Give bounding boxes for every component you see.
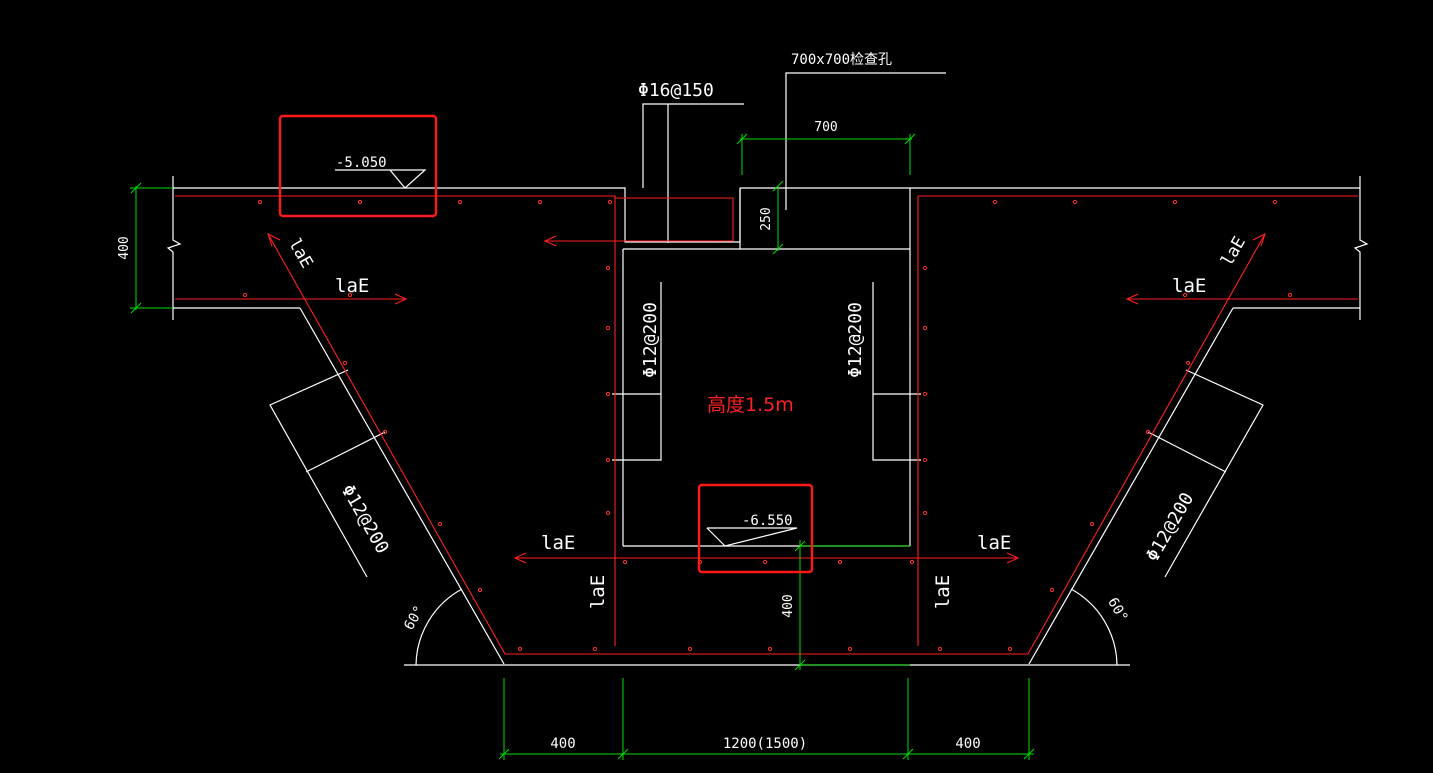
leader-hole xyxy=(785,72,946,210)
rebar-slope-left xyxy=(267,233,1266,655)
elevation-top-label: -5.050 xyxy=(336,155,387,171)
angle-arc-right xyxy=(1070,588,1118,666)
elevation-bottom-label: -6.550 xyxy=(742,513,793,529)
dim-bottom-mid: 1200(1500) xyxy=(723,736,807,752)
lae-slope-right: laE xyxy=(1217,233,1250,270)
break-right xyxy=(1353,176,1369,320)
break-left xyxy=(166,176,182,320)
lae-wall-left: laE xyxy=(587,575,609,609)
dim-bottom-left: 400 xyxy=(550,736,575,752)
elev-symbol-bottom xyxy=(706,527,798,547)
dim-hole-depth: 250 xyxy=(759,207,774,230)
leader-wall-left xyxy=(612,282,662,461)
rebar-slab-bottom-right-arrow xyxy=(1125,293,1139,305)
leader-wall-right xyxy=(872,282,921,461)
rebar-dots xyxy=(242,199,1293,652)
rebar-wall-right-label: Φ12@200 xyxy=(845,302,866,378)
rebar-slope-left-arrow xyxy=(267,232,281,247)
dim-slab-thickness: 400 xyxy=(117,236,132,259)
rebar-hole-hook-arrow xyxy=(543,235,557,247)
rebar-slope-right-arrow xyxy=(1252,232,1266,247)
rebar-base-arrow-right xyxy=(1006,552,1020,564)
rebar-slope-right-label: Φ12@200 xyxy=(1142,489,1198,565)
lae-base-left: laE xyxy=(541,532,575,554)
rebar-slab-top-right xyxy=(917,195,1358,646)
leader-slope-left xyxy=(269,369,368,578)
rebar-lines xyxy=(175,195,1358,655)
dimension-lines xyxy=(130,133,1035,760)
leader-slope-right-2 xyxy=(1147,431,1227,473)
angle-arc-left xyxy=(415,588,463,666)
rebar-slab-bottom-left-arrow xyxy=(394,293,408,305)
height-note: 高度1.5m xyxy=(707,394,794,416)
angle-right-label: 60° xyxy=(1104,595,1131,625)
lae-slope-left: laE xyxy=(284,235,317,272)
dim-base-thickness: 400 xyxy=(781,594,796,617)
dim-hole-width: 700 xyxy=(814,120,837,135)
highlight-box-top-elevation xyxy=(278,114,438,218)
dim-bottom-right: 400 xyxy=(955,736,980,752)
leader-slope-left-2 xyxy=(305,431,386,473)
lae-base-right: laE xyxy=(977,532,1011,554)
lae-wall-right: laE xyxy=(932,575,954,609)
lae-slab-right: laE xyxy=(1172,275,1206,297)
rebar-base-arrow-left xyxy=(513,552,527,564)
rebar-slope-left-label: Φ12@200 xyxy=(337,481,393,557)
rebar-slab-top-left xyxy=(175,195,616,646)
rebar-top-label: Φ16@150 xyxy=(638,80,714,101)
rebar-hole-hook xyxy=(545,197,734,242)
slope-right-outer xyxy=(1028,307,1234,665)
leader-top-rebar xyxy=(642,103,744,188)
leader-slope-right xyxy=(1164,369,1264,578)
highlight-box-bottom-elevation xyxy=(697,483,814,574)
angle-left-label: 60° xyxy=(401,603,428,633)
slope-left-outer xyxy=(299,307,505,665)
elev-symbol-top xyxy=(335,169,427,189)
hole-note-label: 700x700检查孔 xyxy=(791,52,892,68)
lae-slab-left: laE xyxy=(335,275,369,297)
rebar-wall-left-label: Φ12@200 xyxy=(640,302,661,378)
